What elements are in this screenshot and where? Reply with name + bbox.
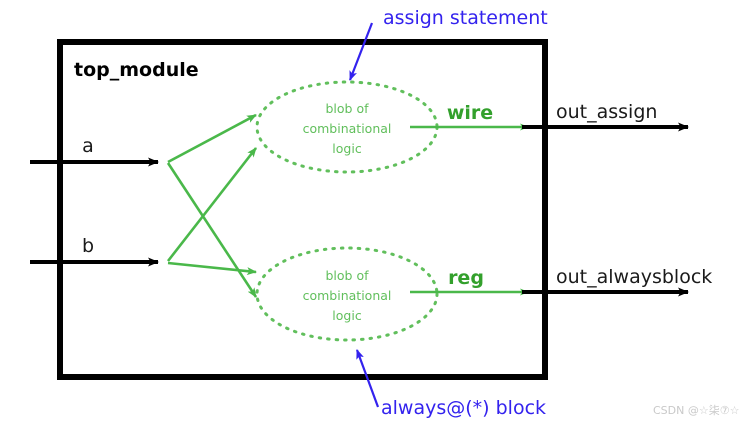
watermark: CSDN @☆柒⑦☆ [653,404,740,417]
module-title: top_module [74,59,199,81]
output-label-out-alwaysblock: out_alwaysblock [556,266,712,288]
blob-assign-line3: logic [332,141,362,156]
annotation-arrow-always [355,349,380,408]
input-label-a: a [82,135,94,157]
annotation-arrow-assign [348,22,374,81]
blob-ellipse-always [255,246,439,342]
module-boundary-box [57,39,548,380]
blob-assign-line2: combinational [303,121,392,136]
blob-always-line3: logic [332,308,362,323]
connection-a-to-bottom-blob [166,162,258,298]
blob-always-line2: combinational [303,288,392,303]
blob-always-line1: blob of [325,268,369,283]
signal-label-reg: reg [448,267,484,289]
output-label-out-assign: out_assign [556,101,657,123]
signal-label-wire: wire [447,102,493,124]
input-label-b: b [82,235,94,257]
blob-assign-line1: blob of [325,101,369,116]
annotation-label-always: always@(*) block [381,397,546,419]
connection-b-to-bottom-blob [167,261,257,276]
annotation-label-assign: assign statement [383,7,548,29]
connection-a-to-top-blob [167,113,257,164]
connection-b-to-top-blob [166,147,258,262]
